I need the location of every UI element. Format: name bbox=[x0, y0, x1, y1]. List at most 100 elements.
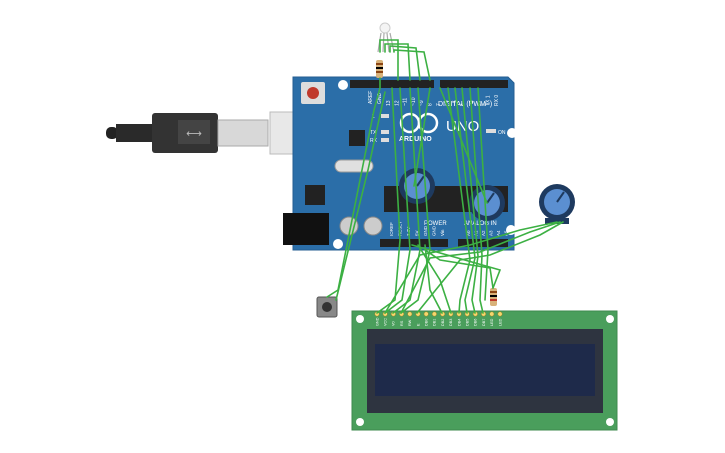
aref-label: AREF bbox=[368, 91, 374, 104]
jumper-wire[interactable] bbox=[424, 244, 443, 314]
digital-pin-label: ~11 bbox=[403, 98, 409, 106]
jumper-wire[interactable] bbox=[417, 244, 452, 314]
power-pin-label: GND bbox=[423, 225, 428, 236]
digital-label: DIGITAL (PWM~) bbox=[438, 101, 492, 108]
power-pin-label: 5V bbox=[415, 230, 420, 236]
lcd-pin-label: DB2 bbox=[441, 319, 445, 326]
led-tx bbox=[381, 130, 389, 134]
resistor-band bbox=[490, 291, 497, 293]
digital-pin-label: ~10 bbox=[411, 97, 417, 106]
lcd-pin-label: GND bbox=[375, 317, 379, 326]
mount-hole bbox=[606, 315, 614, 323]
lcd-display[interactable] bbox=[351, 310, 618, 431]
jumper-wire[interactable] bbox=[416, 221, 564, 314]
resistor-band bbox=[376, 71, 383, 73]
usb-chip bbox=[349, 130, 365, 146]
lcd-pin[interactable] bbox=[407, 311, 413, 317]
gnd-label: GND bbox=[377, 93, 383, 105]
led-on bbox=[486, 129, 496, 133]
potentiometer-3[interactable] bbox=[539, 184, 575, 224]
mount-hole bbox=[606, 418, 614, 426]
jumper-wire[interactable] bbox=[413, 87, 431, 187]
jumper-wire[interactable] bbox=[384, 87, 411, 314]
jumper-wire[interactable] bbox=[384, 43, 411, 81]
lcd-pin-label: DB7 bbox=[482, 319, 486, 326]
capacitor bbox=[363, 216, 383, 236]
usb-cable-strain bbox=[116, 124, 156, 142]
jumper-wire[interactable] bbox=[389, 45, 421, 81]
jumper-wire[interactable] bbox=[424, 249, 494, 289]
jumper-wire[interactable] bbox=[376, 87, 401, 314]
pot-indicator bbox=[556, 191, 565, 203]
power-pin-label: Vin bbox=[440, 229, 445, 236]
mount-hole bbox=[338, 80, 348, 90]
mount-hole bbox=[356, 315, 364, 323]
resistor-band bbox=[376, 63, 383, 65]
analog-pin-label: A2 bbox=[481, 230, 486, 236]
resistor-band bbox=[490, 295, 497, 297]
jumper-wire[interactable] bbox=[393, 49, 431, 81]
jumper-wire[interactable] bbox=[439, 87, 488, 204]
lcd-pin-label: E bbox=[416, 323, 420, 326]
lcd-pin[interactable] bbox=[423, 311, 429, 317]
jumper-wire[interactable] bbox=[461, 87, 479, 314]
lcd-pin-label: V0 bbox=[392, 321, 396, 326]
jumper-wire[interactable] bbox=[379, 39, 399, 81]
usb-plug-metal bbox=[217, 119, 269, 147]
jumper-wire[interactable] bbox=[384, 221, 558, 314]
digital-pin-label: 8 bbox=[428, 103, 434, 106]
digital-pin-label: TX 1 bbox=[486, 95, 492, 106]
digital-pin-label: ~9 bbox=[419, 100, 425, 106]
digital-pin-label: 7 bbox=[436, 103, 442, 106]
led-rx bbox=[381, 138, 389, 142]
jumper-wire[interactable] bbox=[411, 244, 502, 289]
jumper-wire[interactable] bbox=[400, 221, 561, 314]
reset-button-cap[interactable] bbox=[307, 87, 319, 99]
lcd-pin-label: LED bbox=[498, 318, 502, 326]
lcd-pin-label: DB6 bbox=[474, 319, 478, 326]
usb-logo-area bbox=[178, 120, 210, 144]
jumper-wire[interactable] bbox=[469, 87, 484, 314]
power-header bbox=[380, 239, 448, 247]
uno-label: UNO bbox=[446, 118, 479, 135]
pushbutton-cap[interactable] bbox=[322, 302, 332, 312]
jumper-wire[interactable] bbox=[447, 87, 471, 314]
jumper-wire[interactable] bbox=[326, 77, 381, 298]
mount-hole bbox=[356, 418, 364, 426]
digital-pin-label: ~3 bbox=[469, 100, 475, 106]
analog-pin-label: A5 bbox=[504, 230, 509, 236]
analog-pin-label: A3 bbox=[489, 230, 494, 236]
regulator bbox=[305, 185, 325, 205]
jumper-wire[interactable] bbox=[477, 87, 489, 301]
lcd-pin[interactable] bbox=[489, 311, 495, 317]
mount-hole bbox=[333, 239, 343, 249]
resistor-lcd[interactable] bbox=[490, 288, 497, 306]
led-leg bbox=[389, 32, 395, 53]
digital-pin-label: ~5 bbox=[452, 100, 458, 106]
dc-jack[interactable] bbox=[283, 213, 329, 245]
lcd-pin-label: DB1 bbox=[433, 319, 437, 326]
lcd-pin-label: DB4 bbox=[457, 319, 461, 326]
resistor-band bbox=[490, 299, 497, 301]
jumper-wire[interactable] bbox=[454, 87, 476, 314]
jumper-wire[interactable] bbox=[335, 91, 386, 301]
lcd-pin-label: DB3 bbox=[449, 319, 453, 326]
lcd-pin-label: RW bbox=[408, 319, 412, 326]
pushbutton[interactable] bbox=[316, 296, 338, 318]
analog-pin-label: A4 bbox=[496, 230, 501, 236]
power-pin-label: IOREF bbox=[389, 222, 394, 236]
lcd-pin[interactable] bbox=[431, 311, 437, 317]
lcd-pin[interactable] bbox=[497, 311, 503, 317]
jumper-wire[interactable] bbox=[392, 87, 421, 314]
digital-pin-label: 12 bbox=[394, 100, 400, 106]
led-l bbox=[381, 114, 389, 118]
lcd-pin-label: DB5 bbox=[466, 319, 470, 326]
on-label: ON bbox=[498, 130, 506, 136]
resistor-led[interactable] bbox=[376, 60, 383, 78]
lcd-screen bbox=[375, 344, 595, 396]
rgb-led[interactable] bbox=[377, 22, 395, 53]
lcd-pin-label: RS bbox=[400, 320, 404, 326]
jumper-wire[interactable] bbox=[400, 87, 431, 314]
lcd-pin-label: LED bbox=[490, 318, 494, 326]
